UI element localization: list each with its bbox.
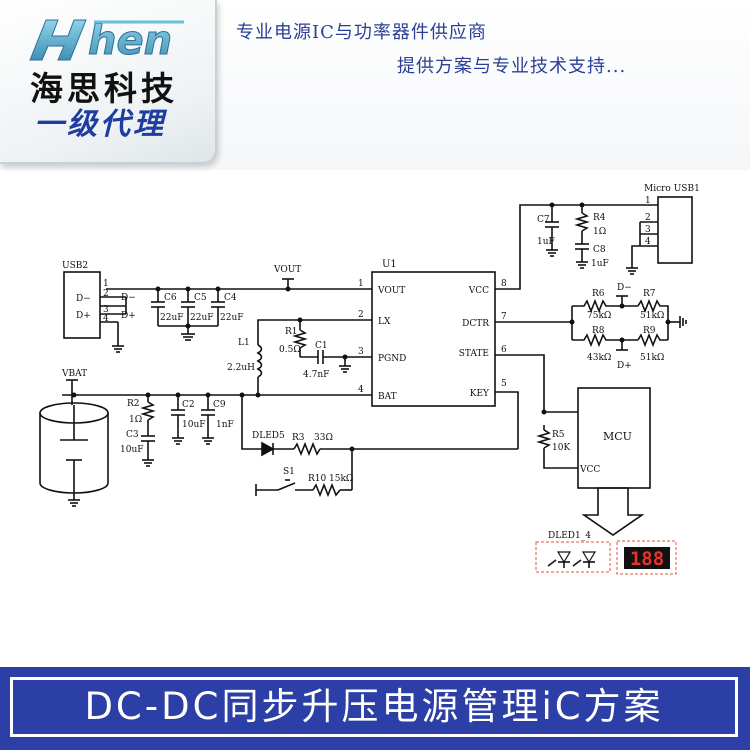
usb2-dminus-right: D− (121, 293, 136, 303)
tagline-line2: 提供方案与专业技术支持... (397, 56, 627, 77)
u1-pin2-num: 2 (358, 310, 364, 320)
footer-banner: DC-DC同步升压电源管理iC方案 (0, 667, 750, 750)
r1-ref: R1 (285, 327, 298, 337)
c9-ref: C9 (213, 400, 226, 410)
schematic-diagram: 188 U1 VOUT LX PGND BAT 1 2 3 4 VCC DCTR… (39, 184, 700, 575)
mcu-label: MCU (603, 430, 632, 443)
u1-pin5-num: 5 (501, 379, 507, 389)
c3-ref: C3 (126, 430, 139, 440)
u1-pin2-name: LX (378, 317, 391, 327)
c6-value: 22uF (160, 313, 184, 323)
r8-value: 43kΩ (587, 353, 611, 363)
u1-pin1-num: 1 (358, 279, 364, 289)
c1-value: 4.7nF (303, 370, 329, 380)
u1-pin4-num: 4 (358, 385, 364, 395)
usb2-dplus-right: D+ (121, 311, 136, 321)
c2-ref: C2 (182, 400, 195, 410)
u1-pin3-num: 3 (358, 347, 364, 357)
c4-ref: C4 (224, 293, 237, 303)
r4-value: 1Ω (593, 227, 606, 237)
usb2-ref: USB2 (62, 261, 88, 271)
r3-ref: R3 (292, 433, 305, 443)
u1-pin4-name: BAT (378, 392, 397, 402)
mcu-output-arrow (581, 487, 645, 536)
u1-pin6-name: STATE (459, 349, 489, 359)
seven-segment-display (624, 547, 670, 569)
u1-pin6-num: 6 (501, 345, 507, 355)
c8-ref: C8 (593, 245, 606, 255)
dled5-ref: DLED5 (252, 431, 285, 441)
usb2-pin1: 1 (103, 279, 109, 289)
l1-ref: L1 (238, 338, 250, 348)
r9-ref: R9 (643, 326, 656, 336)
u1-pin7-name: DCTR (462, 319, 489, 329)
r2-value: 1Ω (129, 415, 142, 425)
divider-dplus: D+ (617, 361, 632, 371)
logo-card: hen 海思科技 一级代理 (0, 0, 217, 164)
l1-value: 2.2uH (227, 363, 255, 373)
u1-pin8-name: VCC (468, 286, 489, 296)
r3-value: 33Ω (314, 433, 333, 443)
r7-ref: R7 (643, 289, 656, 299)
logo-mark-icon: hen (29, 18, 184, 64)
brand-name-cn: 海思科技 (30, 69, 178, 108)
footer-title: DC-DC同步升压电源管理iC方案 (84, 685, 664, 728)
micro-usb-pin2: 2 (645, 213, 651, 223)
r6-value: 75kΩ (587, 311, 611, 321)
header-banner: hen 海思科技 一级代理 专业电源IC与功率器件供应商 提供方案与专业技术支持… (0, 0, 750, 170)
u1-pin3-name: PGND (378, 354, 406, 364)
r10-value: 15kΩ (329, 474, 353, 484)
r10-ref: R10 (308, 474, 327, 484)
tagline-line1: 专业电源IC与功率器件供应商 (236, 22, 487, 43)
u1-pin7-num: 7 (501, 312, 507, 322)
usb2-pin2: 2 (103, 289, 109, 299)
footer-frame: DC-DC同步升压电源管理iC方案 (10, 677, 738, 737)
r6-ref: R6 (592, 289, 605, 299)
r2-ref: R2 (127, 399, 140, 409)
c3-value: 10uF (120, 445, 144, 455)
r4-ref: R4 (593, 213, 606, 223)
divider-dminus: D− (617, 283, 632, 293)
micro-usb-pin4: 4 (645, 237, 651, 247)
c7-ref: C7 (537, 215, 550, 225)
mcu-vcc-label: VCC (579, 465, 600, 475)
c5-ref: C5 (194, 293, 207, 303)
r9-value: 51kΩ (640, 353, 664, 363)
c8-value: 1uF (591, 259, 609, 269)
c5-value: 22uF (190, 313, 214, 323)
micro-usb-pin3: 3 (645, 225, 651, 235)
c9-value: 1nF (216, 420, 234, 430)
c4-value: 22uF (220, 313, 244, 323)
usb2-pin4: 4 (103, 314, 109, 324)
net-vbat-label: VBAT (61, 369, 87, 379)
usb2-dminus: D− (76, 294, 91, 304)
u1-pin5-name: KEY (470, 389, 490, 399)
r8-ref: R8 (592, 326, 605, 336)
r1-value: 0.5Ω (279, 345, 301, 355)
display-digits: 188 (630, 548, 664, 570)
agent-label: 一级代理 (34, 107, 166, 142)
r5-value: 10K (552, 443, 570, 453)
micro-usb-connector (657, 196, 693, 264)
r5-ref: R5 (552, 430, 565, 440)
usb2-pin3: 3 (103, 305, 109, 315)
usb2-dplus: D+ (76, 311, 91, 321)
micro-usb-pin1: 1 (645, 196, 651, 206)
c7-value: 1uF (537, 237, 555, 247)
led-group-label: DLED1_4 (548, 531, 591, 541)
c1-ref: C1 (315, 341, 328, 351)
u1-pin1-name: VOUT (377, 286, 405, 296)
ic-u1-body (371, 271, 496, 407)
r7-value: 51kΩ (640, 311, 664, 321)
micro-usb-ref: Micro USB1 (644, 184, 700, 194)
s1-ref: S1 (283, 467, 295, 477)
net-vout-label: VOUT (273, 265, 301, 275)
c2-value: 10uF (182, 420, 206, 430)
usb2-connector (63, 271, 101, 339)
c6-ref: C6 (164, 293, 177, 303)
u1-ref: U1 (382, 259, 397, 270)
logo-wordmark: hen (88, 18, 172, 64)
u1-pin8-num: 8 (501, 279, 507, 289)
